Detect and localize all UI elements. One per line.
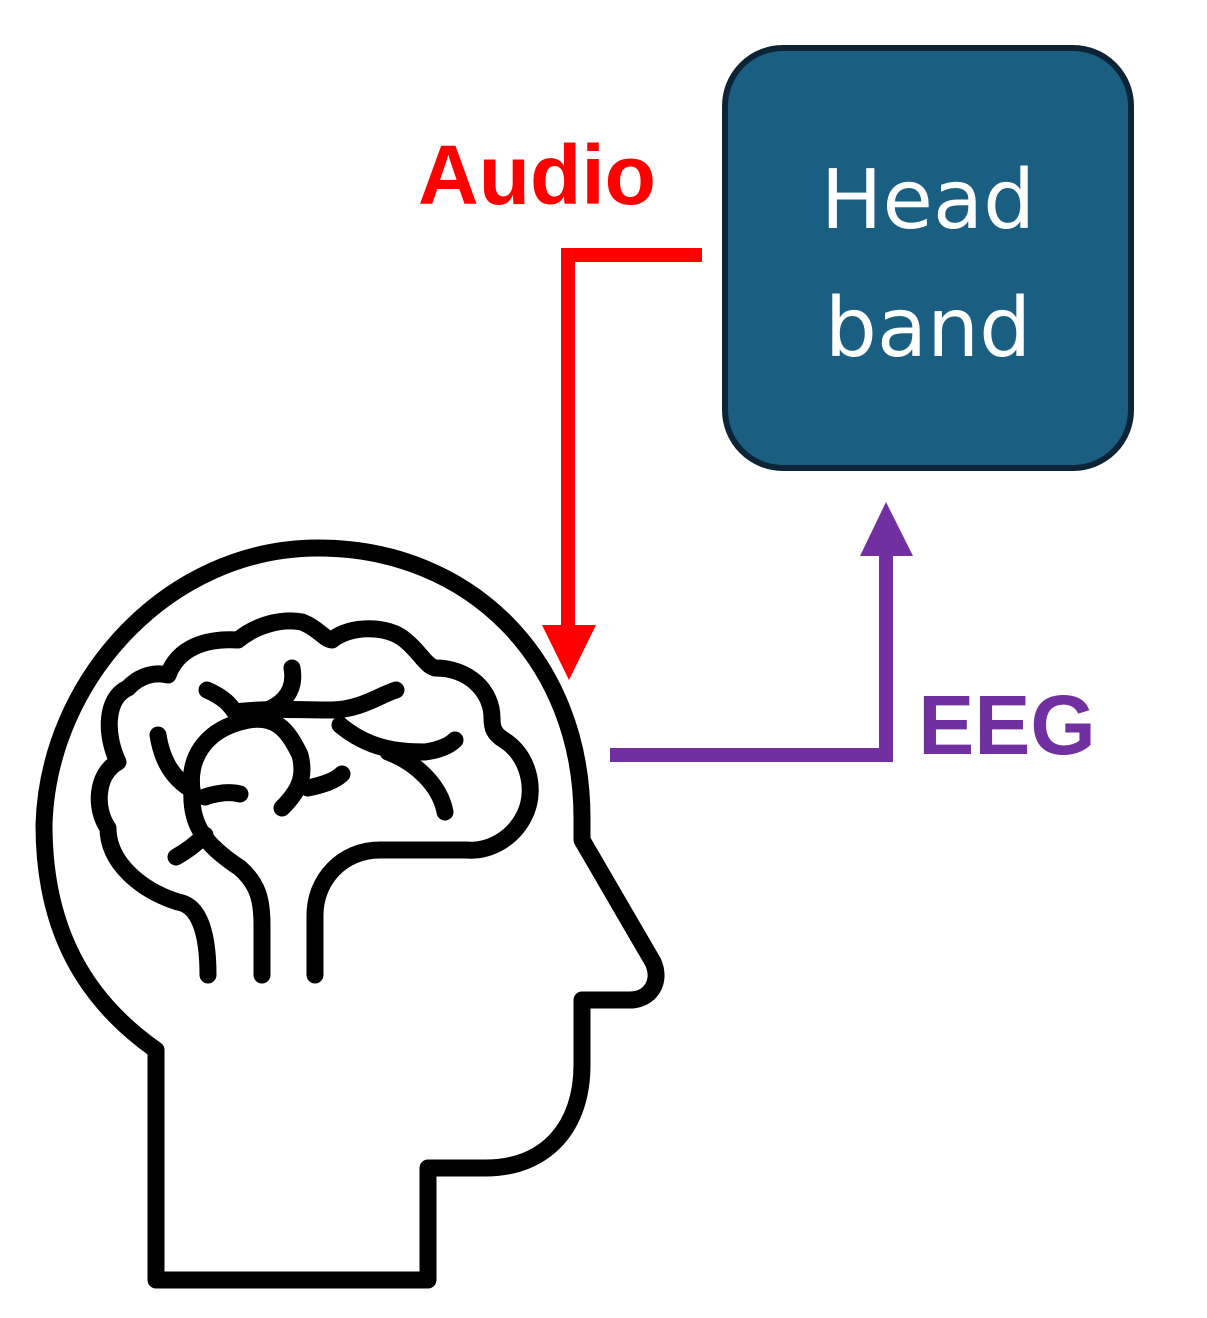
- audio-arrowhead: [542, 625, 596, 680]
- eeg-arrow-line: [610, 552, 893, 762]
- brain-fold-6: [331, 716, 464, 761]
- human-head-with-brain-icon: [35, 539, 665, 1289]
- brain-fold-9: [196, 784, 249, 806]
- brain-fold-3: [226, 681, 405, 721]
- brain-fold-5: [182, 710, 311, 817]
- headband-label-line2: band: [825, 281, 1031, 376]
- audio-arrow: [542, 248, 702, 680]
- brain-fold-8: [299, 765, 351, 797]
- audio-label: Audio: [418, 128, 656, 222]
- brain-fold-10: [183, 781, 271, 984]
- brain-fold-11: [167, 826, 214, 866]
- headband-box: [722, 45, 1134, 471]
- headband-node: Head band: [722, 45, 1134, 471]
- eeg-arrow: [610, 502, 913, 762]
- brain-fold-7: [379, 743, 454, 821]
- eeg-arrowhead: [860, 502, 913, 556]
- audio-arrow-line: [561, 248, 702, 630]
- headband-label-line1: Head: [821, 153, 1035, 248]
- brain-outline: [90, 612, 539, 984]
- head-outline: [35, 539, 665, 1289]
- eeg-label: EEG: [918, 678, 1095, 772]
